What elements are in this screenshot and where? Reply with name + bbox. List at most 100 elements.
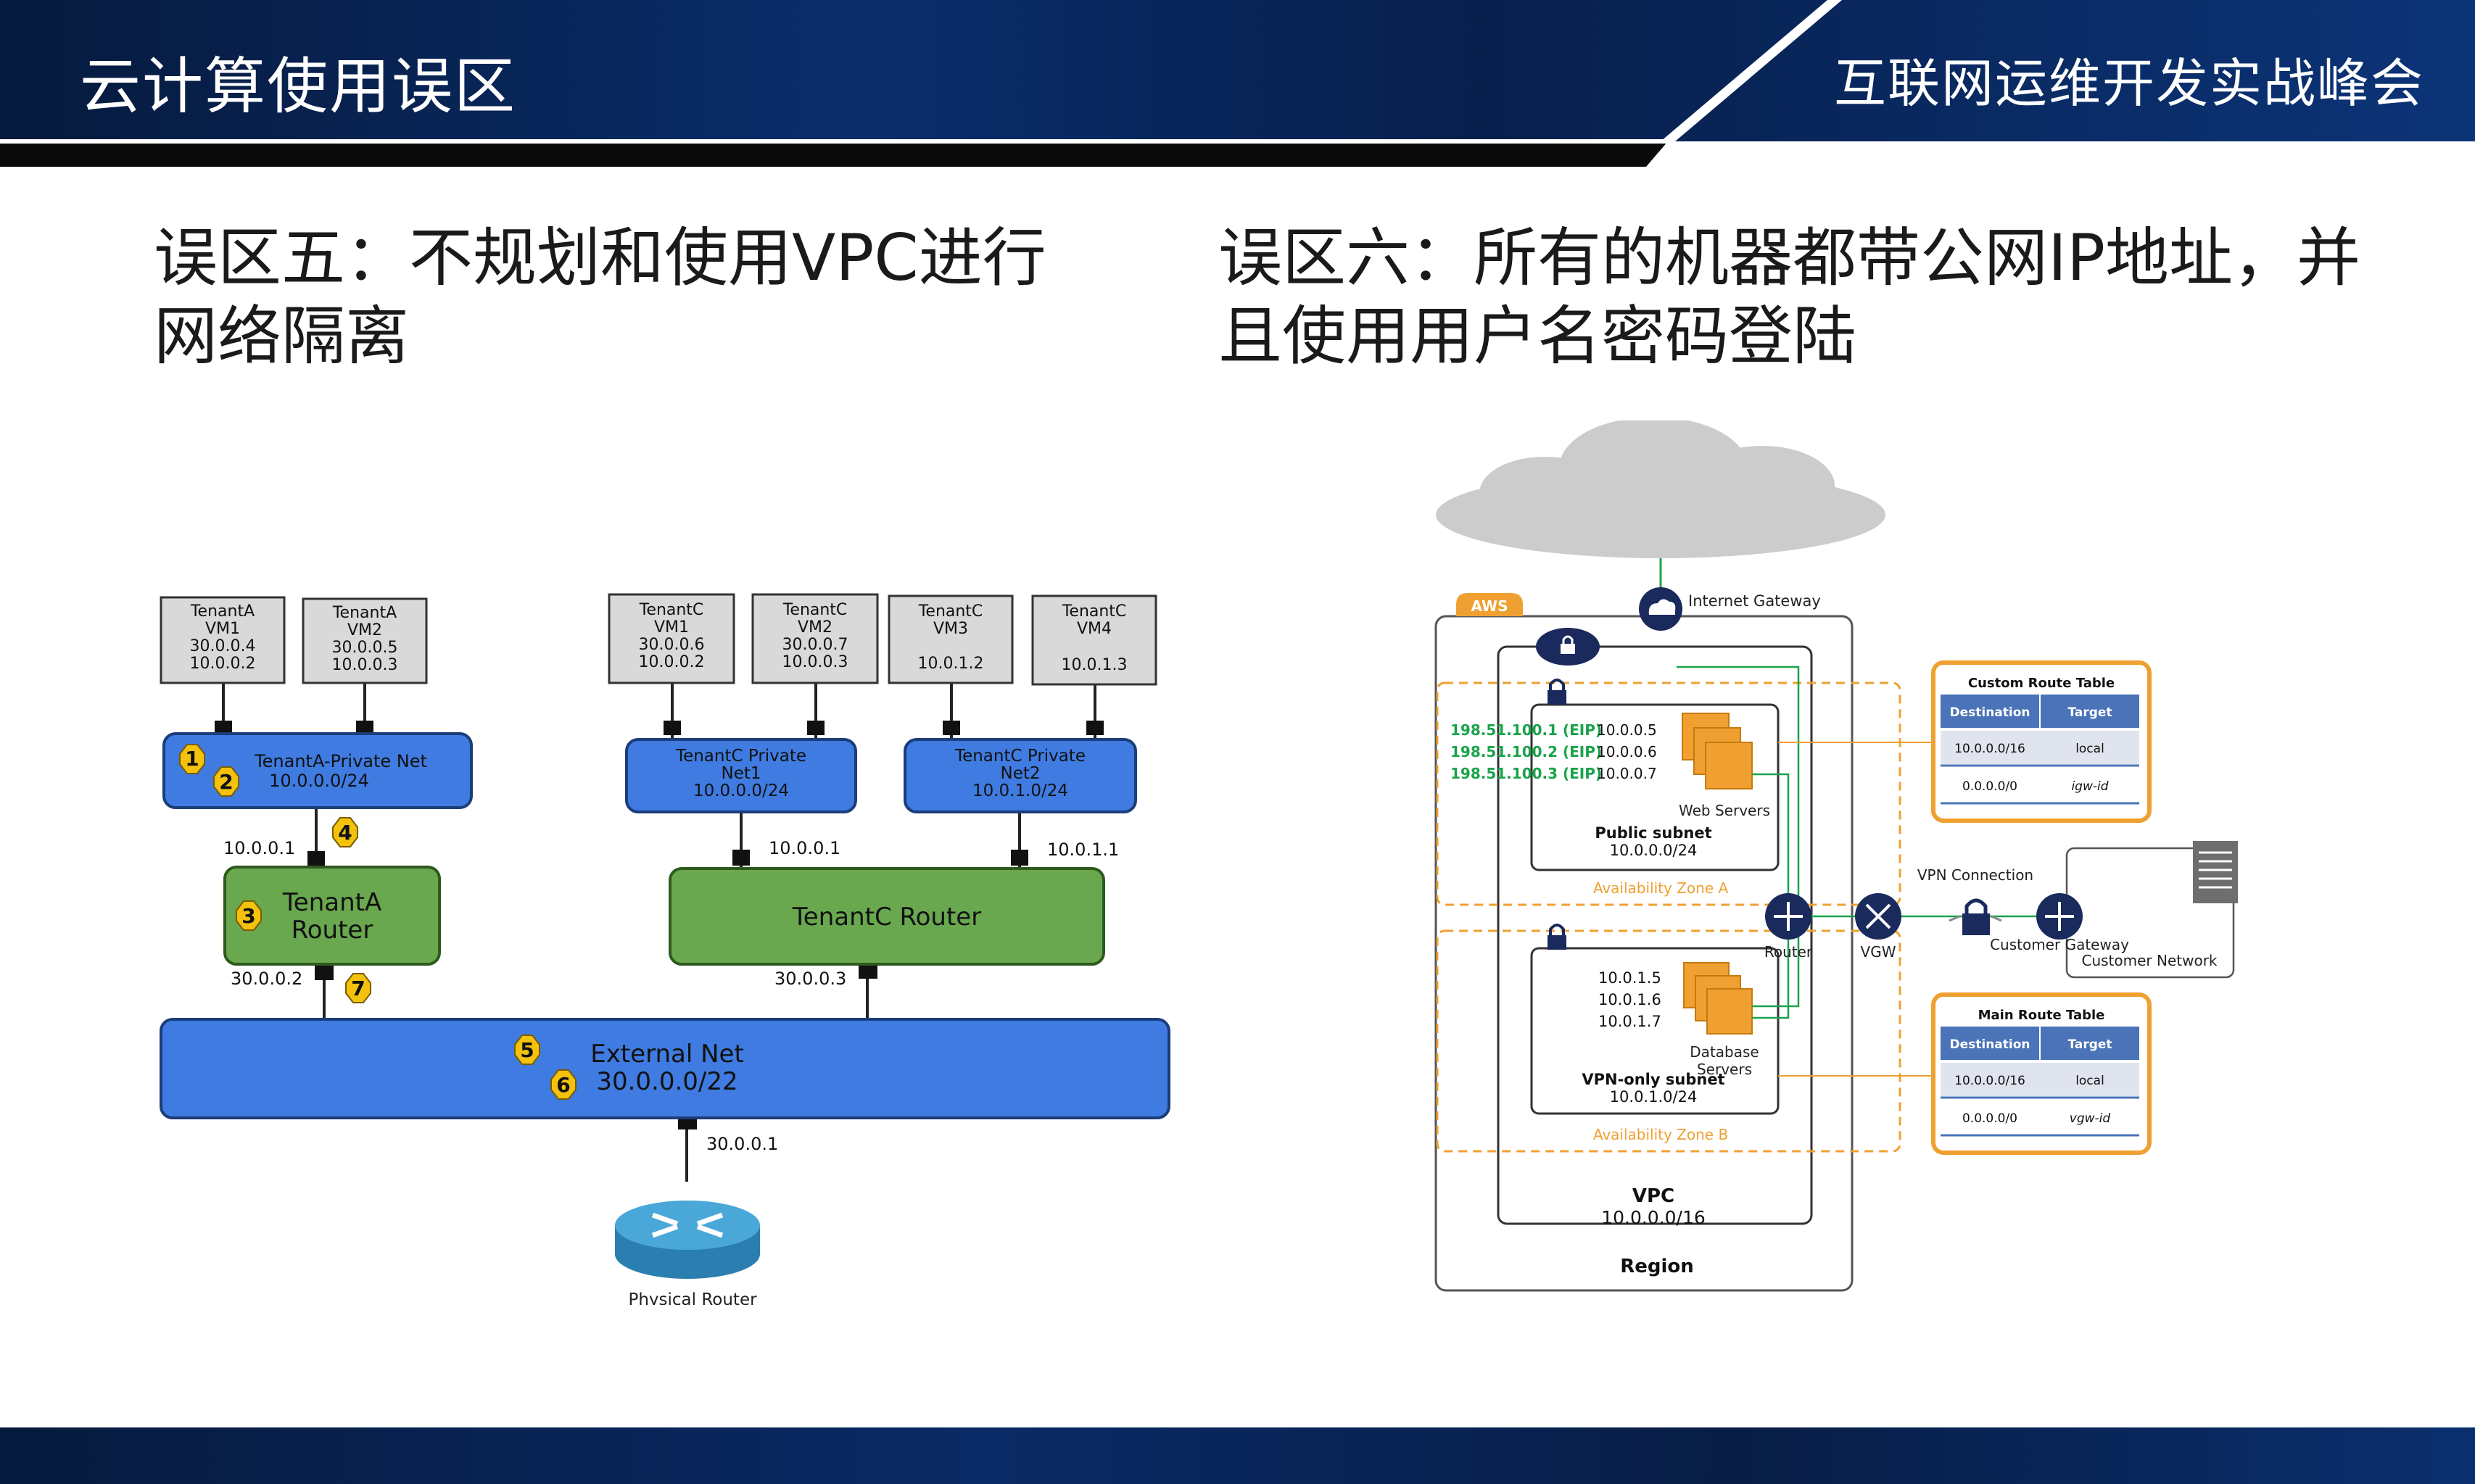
customer-network-label: Customer Network [2081, 952, 2217, 969]
vm-box-tenantc-vm4: TenantC VM4 10.0.1.3 [1031, 594, 1157, 686]
table-cell: igw-id [2071, 779, 2108, 794]
ip-label: 10.0.0.1 [223, 838, 295, 858]
net-name: Net2 [1000, 764, 1040, 783]
web-servers-icon [1682, 713, 1753, 789]
heading-mistake-six: 误区六：所有的机器都带公网IP地址，并 且使用用户名密码登陆 [1218, 219, 2393, 376]
internet-cloud [1436, 420, 1885, 558]
vm-label-line: 10.0.0.3 [332, 656, 398, 674]
vm-label-line: 10.0.0.3 [782, 653, 848, 671]
net-cidr: 10.0.0.0/24 [693, 782, 789, 800]
svg-text:4: 4 [338, 821, 352, 845]
heading-mistake-five: 误区五：不规划和使用VPC进行 网络隔离 [154, 219, 1169, 376]
net-cidr: 10.0.0.0/24 [269, 771, 369, 791]
svg-text:2: 2 [219, 770, 233, 794]
public-subnet-cidr: 10.0.0.0/24 [1610, 842, 1698, 859]
availability-zone-b [1436, 929, 1901, 1153]
badge-3: 3 [236, 900, 262, 931]
vpc-cidr: 10.0.0.0/16 [1601, 1207, 1706, 1228]
vgw-cross-icon [1865, 903, 1891, 929]
tenanta-private-net: TenantA-Private Net 10.0.0.0/24 [162, 732, 473, 809]
vm-label-line: VM1 [654, 618, 689, 637]
internet-gateway: Internet Gateway [1639, 587, 1821, 631]
router-arrows-icon [1774, 902, 1803, 931]
section-title: 云计算使用误区 [80, 51, 517, 122]
internet-gateway-label: Internet Gateway [1688, 592, 1821, 610]
svg-text:10.0.0.7: 10.0.0.7 [1597, 765, 1657, 782]
net-name: TenantC Private [954, 747, 1086, 766]
physical-router: Physical Router [615, 1201, 760, 1305]
net-name: TenantA-Private Net [254, 751, 427, 771]
vm-label-line: 10.0.0.2 [190, 655, 256, 673]
event-title: 互联网运维开发实战峰会 [1833, 53, 2424, 114]
az-a-label: Availability Zone A [1593, 879, 1729, 897]
badge-1: 1 [179, 744, 205, 774]
customer-gateway: Customer Gateway [1990, 893, 2129, 953]
vm-label-line: 30.0.0.5 [332, 639, 398, 657]
public-subnet-label: Public subnet [1595, 824, 1711, 842]
svg-text:198.51.100.1 (EIP): 198.51.100.1 (EIP) [1450, 721, 1602, 739]
header-banner: 云计算使用误区 互联网运维开发实战峰会 [0, 0, 2475, 167]
vm-box-tenantc-vm1: TenantC VM1 30.0.0.6 10.0.0.2 [608, 593, 735, 684]
table-cell: local [2075, 1074, 2104, 1088]
database-servers-icon [1683, 962, 1753, 1035]
router-name: TenantC Router [792, 903, 981, 932]
ip-label: 10.0.0.1 [769, 838, 840, 858]
table-header: Target [2067, 1037, 2112, 1052]
tenantc-private-net2: TenantC Private Net2 10.0.1.0/24 [904, 738, 1137, 813]
badge-4: 4 [332, 817, 358, 847]
db-ip-list: 10.0.1.5 10.0.1.6 10.0.1.7 [1598, 969, 1661, 1030]
table-cell: 10.0.0.0/16 [1954, 1074, 2025, 1088]
vm-box-tenanta-vm1: TenantA VM1 30.0.0.4 10.0.0.2 [160, 596, 286, 684]
main-route-table: Main Route Table Destination Target 10.0… [1931, 992, 2152, 1155]
vm-label-line: 30.0.0.4 [190, 637, 256, 655]
vpn-subnet-label: VPN-only subnet [1582, 1071, 1724, 1088]
vgw-node: VGW [1855, 893, 1901, 961]
cloud-icon [1648, 599, 1676, 615]
heading-right-line1: 误区六：所有的机器都带公网IP地址，并 [1218, 220, 2361, 295]
badge-6: 6 [550, 1069, 577, 1100]
gateway-arrows-icon [2045, 902, 2074, 931]
heading-left-line1: 误区五：不规划和使用VPC进行 [154, 220, 1046, 295]
svg-text:6: 6 [556, 1073, 570, 1097]
badge-7: 7 [345, 973, 371, 1003]
net-cidr: 10.0.1.0/24 [972, 782, 1068, 800]
tenantc-router: TenantC Router [669, 867, 1105, 966]
vpn-connection: VPN Connection [1917, 866, 2033, 935]
vm-label-line: VM1 [205, 620, 240, 638]
table-cell: vgw-id [2070, 1111, 2111, 1126]
vm-label-line: TenantA [332, 604, 397, 622]
vpn-connection-label: VPN Connection [1917, 866, 2033, 884]
vpc-lock-badge [1536, 628, 1600, 666]
table-cell: 10.0.0.0/16 [1954, 742, 2025, 756]
region-label: Region [1620, 1256, 1694, 1277]
table-title: Custom Route Table [1968, 676, 2115, 691]
db-label: Database [1690, 1043, 1759, 1061]
custom-route-table: Custom Route Table Destination Target 10… [1931, 660, 2152, 823]
heading-right-line2: 且使用用户名密码登陆 [1218, 299, 1857, 373]
svg-text:10.0.0.6: 10.0.0.6 [1597, 743, 1657, 760]
vm-label-line: 30.0.0.6 [639, 636, 705, 654]
ip-labels: 10.0.0.1 10.0.0.1 10.0.1.1 30.0.0.2 30.0… [223, 838, 1119, 1154]
header-background [0, 0, 2475, 167]
table-title: Main Route Table [1978, 1008, 2105, 1023]
table-cell: 0.0.0.0/0 [1962, 1111, 2017, 1126]
svg-text:10.0.1.6: 10.0.1.6 [1598, 991, 1661, 1008]
server-rack-icon [2193, 841, 2238, 903]
ip-label: 10.0.1.1 [1047, 840, 1119, 860]
table-header: Target [2067, 705, 2112, 720]
lock-icon [1561, 644, 1575, 654]
db-label: Servers [1697, 1061, 1752, 1078]
badge-2: 2 [213, 766, 239, 797]
vm-box-tenanta-vm2: TenantA VM2 30.0.0.5 10.0.0.3 [302, 597, 428, 684]
aws-vpc-diagram: Region AWS Internet Gateway VPC 10.0.0.0… [1434, 420, 2238, 1292]
badge-5: 5 [514, 1035, 540, 1065]
vm-label-line: VM4 [1077, 620, 1112, 638]
ip-label: 30.0.0.3 [774, 969, 846, 989]
table-header: Destination [1949, 1037, 2030, 1052]
vm-label-line: VM3 [933, 620, 968, 638]
ip-label: 30.0.0.1 [706, 1134, 778, 1154]
eip-list: 198.51.100.1 (EIP) 10.0.0.5 198.51.100.2… [1450, 721, 1657, 782]
router-name: TenantA [282, 888, 381, 917]
customer-gateway-label: Customer Gateway [1990, 936, 2129, 953]
svg-text:5: 5 [520, 1038, 534, 1062]
